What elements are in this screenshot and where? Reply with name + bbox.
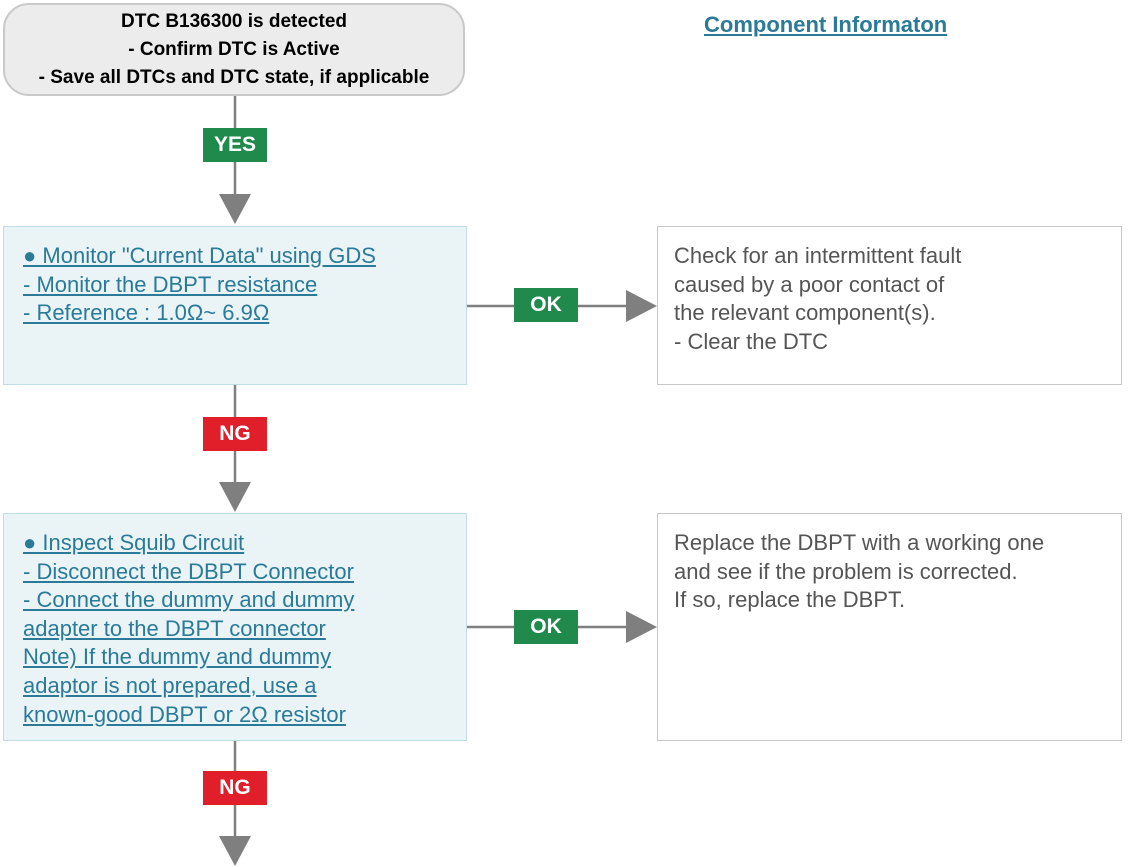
result1-line: Check for an intermittent fault	[674, 243, 962, 268]
start-line-3: - Save all DTCs and DTC state, if applic…	[38, 66, 430, 88]
step-monitor-current-data[interactable]: ● Monitor "Current Data" using GDS - Mon…	[3, 226, 467, 385]
step2-line[interactable]: ● Inspect Squib Circuit	[23, 530, 245, 555]
step2-line[interactable]: - Connect the dummy and dummy	[23, 587, 355, 613]
result2-line: and see if the problem is corrected.	[674, 558, 1018, 584]
arrowhead-down-2	[219, 482, 251, 512]
arrowhead-right-1	[626, 290, 657, 322]
step1-line[interactable]: ● Monitor "Current Data" using GDS	[23, 243, 376, 268]
ok-label-2: OK	[514, 610, 578, 644]
result2-line: Replace the DBPT with a working one	[674, 530, 1045, 555]
arrowhead-right-2	[626, 611, 657, 643]
result1-line: - Clear the DTC	[674, 328, 829, 354]
yes-label: YES	[203, 128, 267, 162]
result1-line: caused by a poor contact of	[674, 271, 945, 297]
step-inspect-squib-circuit[interactable]: ● Inspect Squib Circuit - Disconnect the…	[3, 513, 467, 741]
result2-line: If so, replace the DBPT.	[674, 587, 906, 613]
start-terminal: DTC B136300 is detected - Confirm DTC is…	[3, 3, 465, 96]
ok-label-1: OK	[514, 288, 578, 322]
step2-line[interactable]: known-good DBPT or 2Ω resistor	[23, 701, 346, 727]
result1-line: the relevant component(s).	[674, 300, 936, 326]
step2-line[interactable]: Note) If the dummy and dummy	[23, 644, 332, 670]
step2-line[interactable]: - Disconnect the DBPT Connector	[23, 558, 354, 584]
ng-label-2: NG	[203, 771, 267, 805]
result-intermittent-fault: Check for an intermittent fault caused b…	[657, 226, 1122, 385]
component-information-link[interactable]: Component Informaton	[704, 12, 948, 37]
ng-label-1: NG	[203, 417, 267, 451]
arrowhead-down-3	[219, 836, 251, 866]
result-replace-dbpt: Replace the DBPT with a working one and …	[657, 513, 1122, 741]
step1-line[interactable]: - Monitor the DBPT resistance	[23, 271, 318, 297]
arrowhead-down-1	[219, 194, 251, 224]
step2-line[interactable]: adaptor is not prepared, use a	[23, 672, 317, 698]
step2-line[interactable]: adapter to the DBPT connector	[23, 615, 326, 641]
start-line-1: DTC B136300 is detected	[121, 10, 347, 32]
start-line-2: - Confirm DTC is Active	[128, 38, 340, 60]
step1-line[interactable]: - Reference : 1.0Ω~ 6.9Ω	[23, 300, 270, 326]
